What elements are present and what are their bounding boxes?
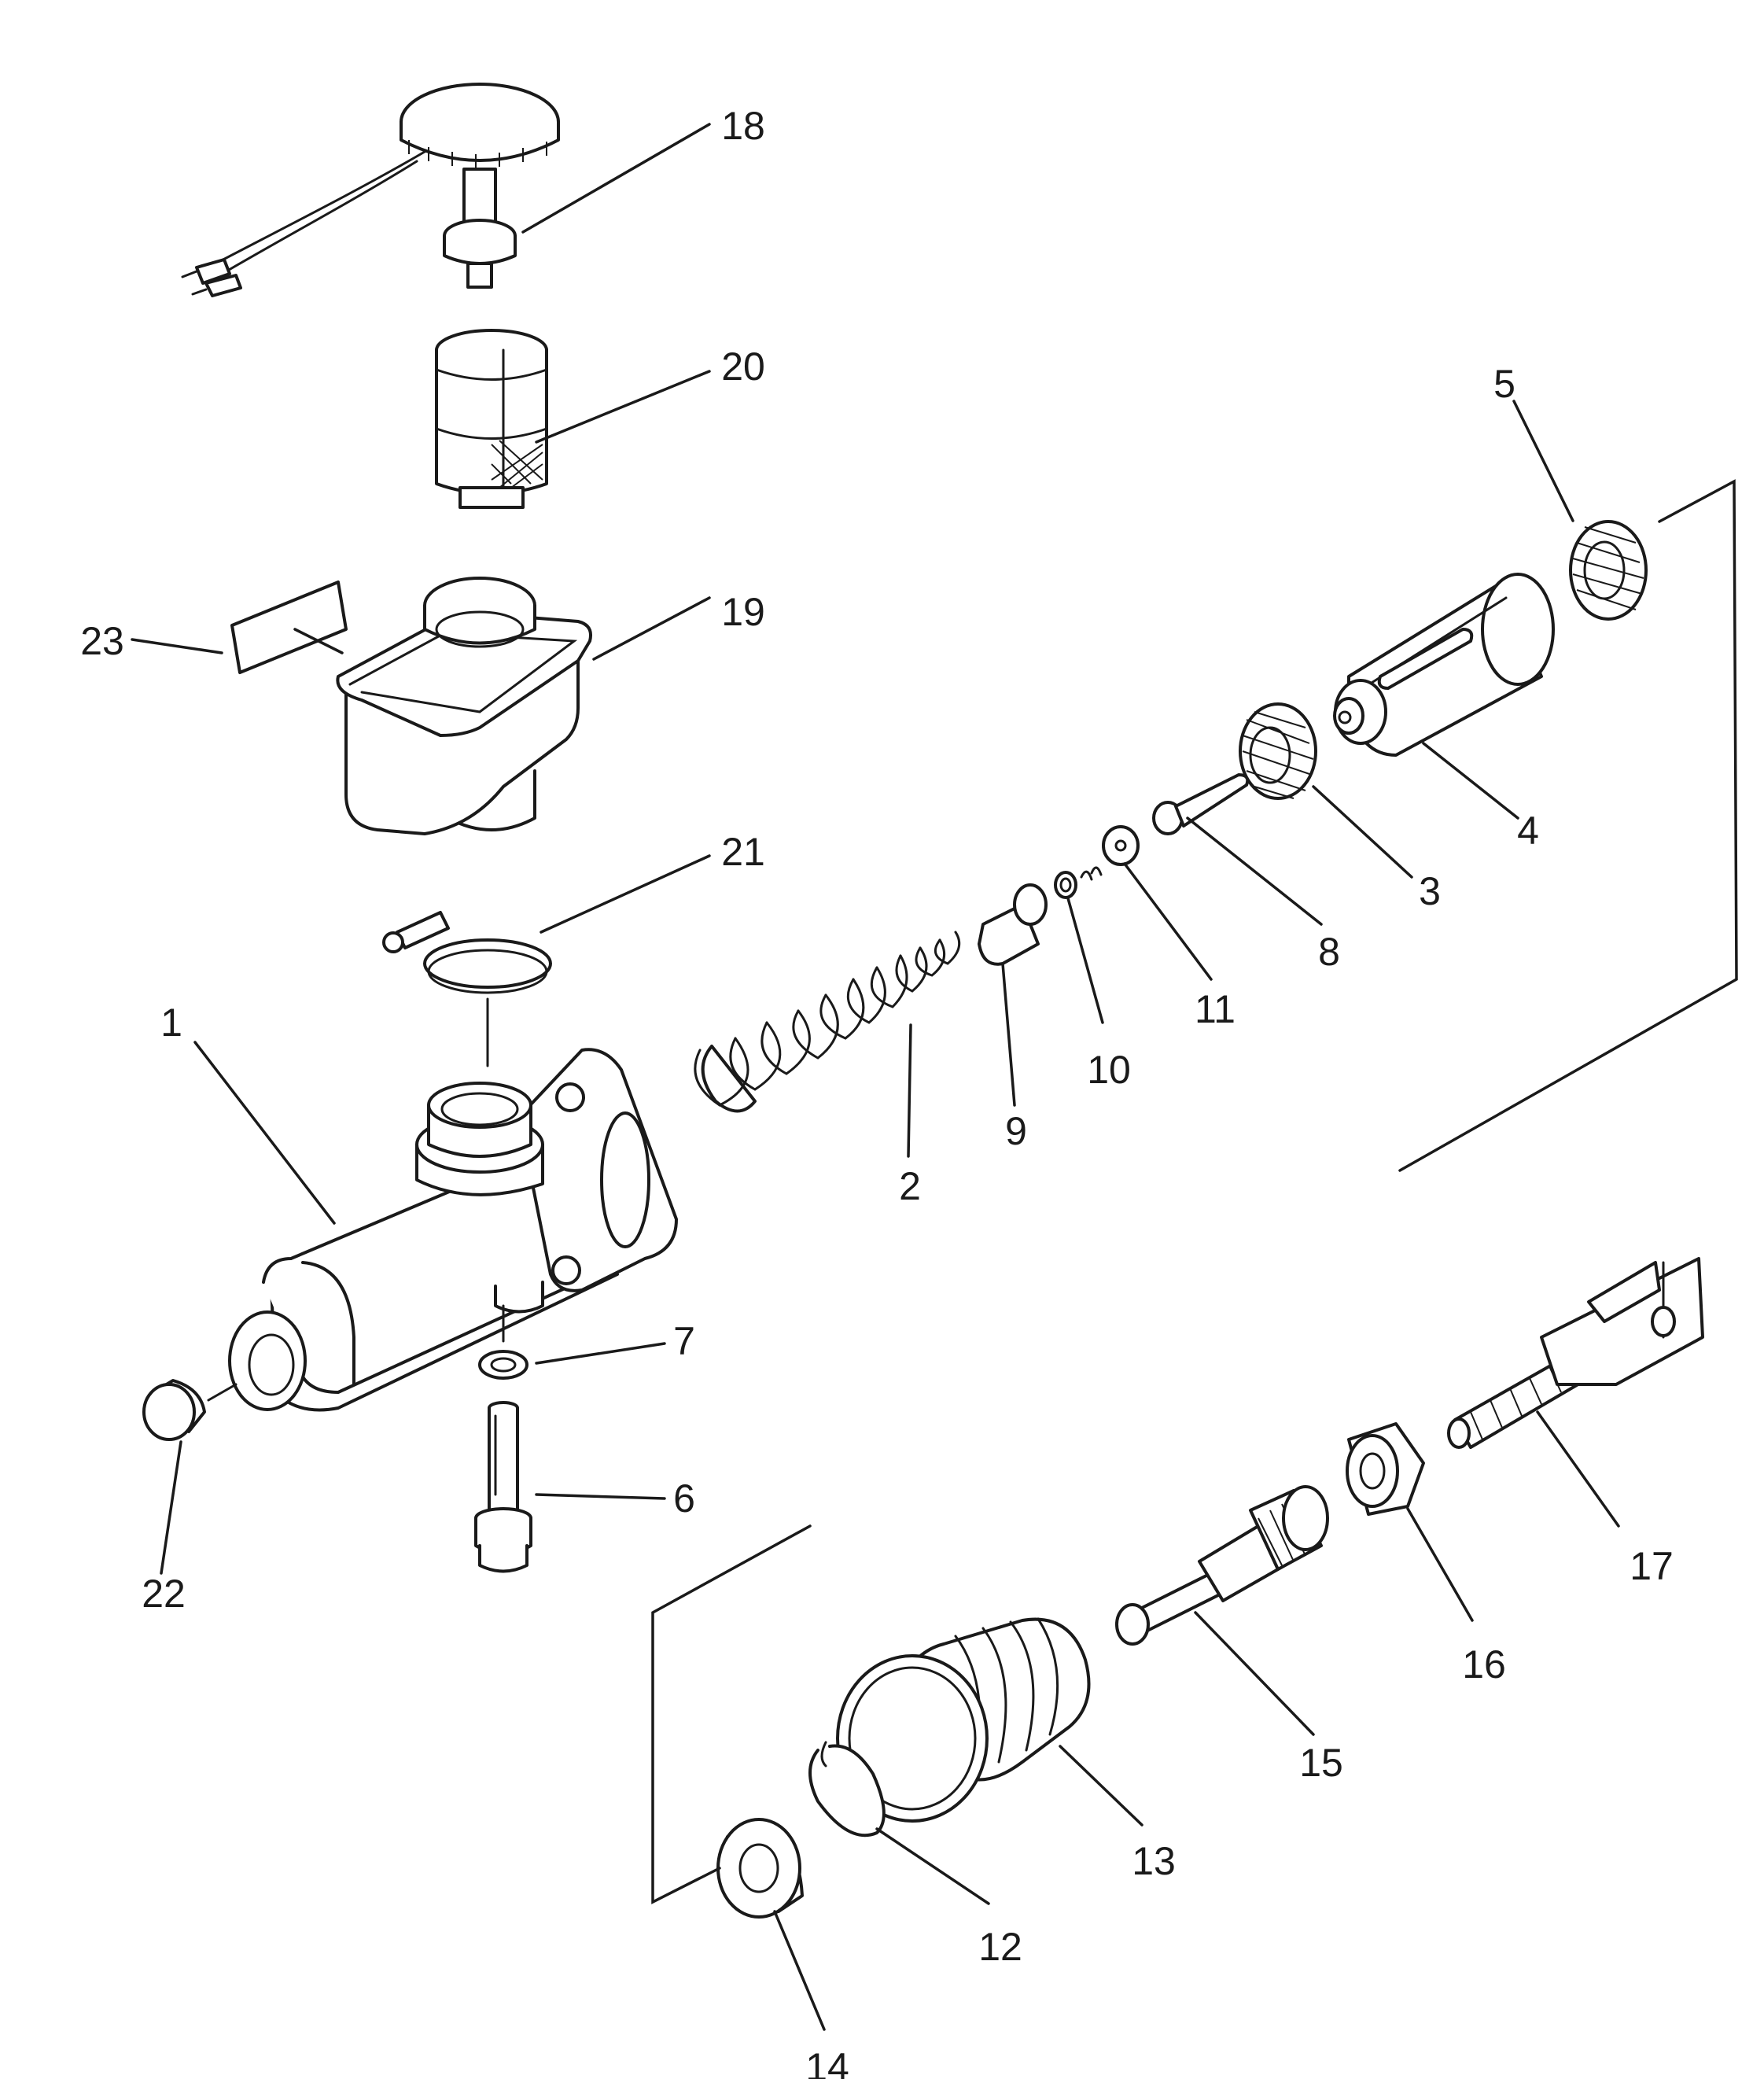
callout-6: 6 bbox=[673, 1476, 695, 1521]
callout-14: 14 bbox=[805, 2045, 849, 2079]
callout-4: 4 bbox=[1517, 809, 1539, 853]
callout-2: 2 bbox=[899, 1164, 921, 1208]
part-21-hose-clamp bbox=[382, 911, 552, 1067]
part-19-reservoir-tank bbox=[336, 577, 592, 835]
group-bracket-lower bbox=[651, 1524, 812, 1904]
callout-12: 12 bbox=[978, 1925, 1022, 1969]
part-2-spring bbox=[694, 931, 961, 1113]
part-10-washer bbox=[1054, 866, 1103, 899]
callout-8: 8 bbox=[1318, 930, 1340, 974]
part-4-piston bbox=[1333, 573, 1555, 757]
callout-labels: 1 2 3 4 5 6 7 8 9 10 11 12 13 14 15 16 1… bbox=[80, 104, 1674, 2079]
part-18-reservoir-cap bbox=[181, 83, 560, 297]
part-7-gasket bbox=[478, 1304, 528, 1380]
leader-lines bbox=[131, 123, 1620, 2031]
callout-7: 7 bbox=[673, 1319, 695, 1363]
part-8-pin bbox=[1152, 773, 1250, 835]
part-16-nut bbox=[1346, 1422, 1425, 1516]
part-22-plug-cap bbox=[142, 1379, 238, 1441]
callout-10: 10 bbox=[1087, 1048, 1131, 1092]
callout-19: 19 bbox=[721, 590, 765, 634]
callout-13: 13 bbox=[1132, 1839, 1176, 1883]
callout-23: 23 bbox=[80, 619, 124, 663]
part-15-push-rod bbox=[1115, 1485, 1329, 1646]
group-bracket-upper bbox=[1398, 479, 1738, 1172]
part-12-snap-ring bbox=[808, 1741, 886, 1838]
part-3-seal-ring bbox=[1239, 702, 1317, 800]
part-20-filter-strainer bbox=[435, 329, 548, 509]
callout-17: 17 bbox=[1630, 1544, 1674, 1588]
callout-22: 22 bbox=[142, 1572, 186, 1616]
callout-11: 11 bbox=[1195, 987, 1236, 1031]
callout-9: 9 bbox=[1005, 1109, 1027, 1153]
part-11-check-valve bbox=[1102, 825, 1140, 866]
callout-21: 21 bbox=[721, 830, 765, 874]
part-5-seal-ring bbox=[1569, 520, 1648, 621]
part-6-bolt bbox=[474, 1401, 532, 1573]
part-1-master-cylinder-body bbox=[228, 1048, 678, 1412]
callout-18: 18 bbox=[721, 104, 765, 148]
part-9-piston-cup bbox=[978, 883, 1048, 966]
callout-15: 15 bbox=[1299, 1741, 1343, 1785]
callout-20: 20 bbox=[721, 345, 765, 389]
callout-3: 3 bbox=[1419, 869, 1441, 913]
part-23-label-plate bbox=[230, 581, 348, 674]
callout-5: 5 bbox=[1493, 362, 1515, 406]
part-14-retainer-washer bbox=[716, 1818, 804, 1919]
callout-1: 1 bbox=[160, 1001, 182, 1045]
part-17-clevis bbox=[1447, 1257, 1704, 1449]
callout-16: 16 bbox=[1462, 1642, 1506, 1686]
